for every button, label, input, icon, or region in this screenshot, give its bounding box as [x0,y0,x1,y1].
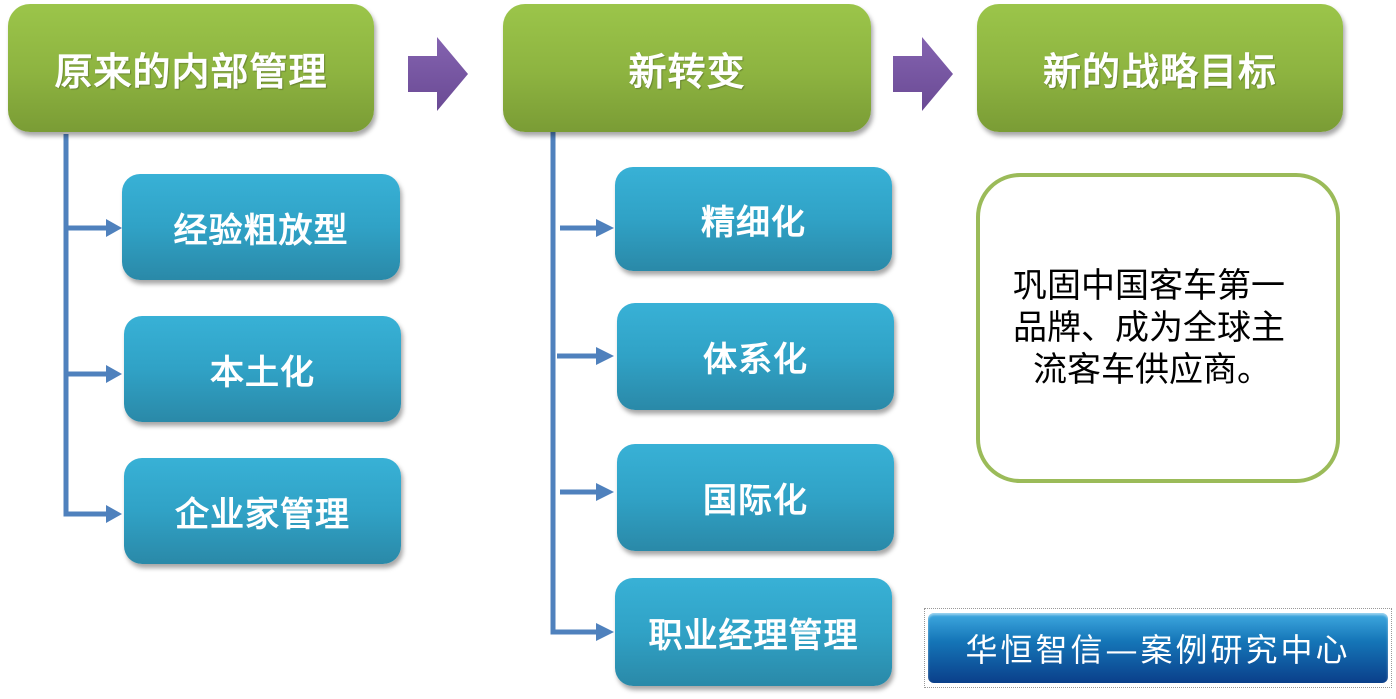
item-box: 经验粗放型 [122,174,400,280]
strategic-goal-box: 巩固中国客车第一 品牌、成为全球主 流客车供应商。 [976,173,1340,483]
item-label: 精细化 [701,202,806,243]
connector-arrowhead-icon [106,365,122,383]
goal-line: 流客车供应商。 [1033,350,1271,390]
header-original-management: 原来的内部管理 [8,4,374,132]
connector-arrowhead-icon [596,219,614,237]
strategic-goal-text: 巩固中国客车第一 品牌、成为全球主 流客车供应商。 [1013,265,1303,391]
item-label: 本土化 [210,352,315,393]
tree-connector-col1 [63,134,108,517]
flow-arrow-icon [408,37,468,111]
header-new-transformation: 新转变 [503,4,871,132]
item-box: 精细化 [615,167,892,271]
header-label: 原来的内部管理 [54,49,328,94]
item-label: 经验粗放型 [173,210,349,251]
item-box: 职业经理管理 [615,578,892,686]
brand-banner: 华恒智信—案例研究中心 [924,608,1392,688]
brand-label: 华恒智信—案例研究中心 [965,631,1351,669]
connector-arrowhead-icon [106,505,122,523]
item-label: 企业家管理 [175,494,350,535]
connector-arrowhead-icon [596,347,614,365]
header-label: 新转变 [628,49,746,94]
tree-connector-col2 [550,130,598,635]
item-label: 职业经理管理 [648,615,859,656]
item-box: 国际化 [617,444,894,551]
item-label: 体系化 [703,340,808,380]
header-new-strategic-goal: 新的战略目标 [977,4,1343,132]
header-label: 新的战略目标 [1042,49,1277,94]
item-box: 体系化 [617,303,894,410]
goal-line: 巩固中国客车第一 [1013,266,1285,306]
connector-arrowhead-icon [596,483,614,501]
item-box: 本土化 [124,316,401,422]
flow-arrow-icon [893,37,953,111]
item-label: 国际化 [703,481,808,521]
goal-line: 品牌、成为全球主 [1013,308,1285,348]
connector-arrowhead-icon [106,219,122,237]
item-box: 企业家管理 [124,458,401,564]
connector-arrowhead-icon [596,623,614,641]
